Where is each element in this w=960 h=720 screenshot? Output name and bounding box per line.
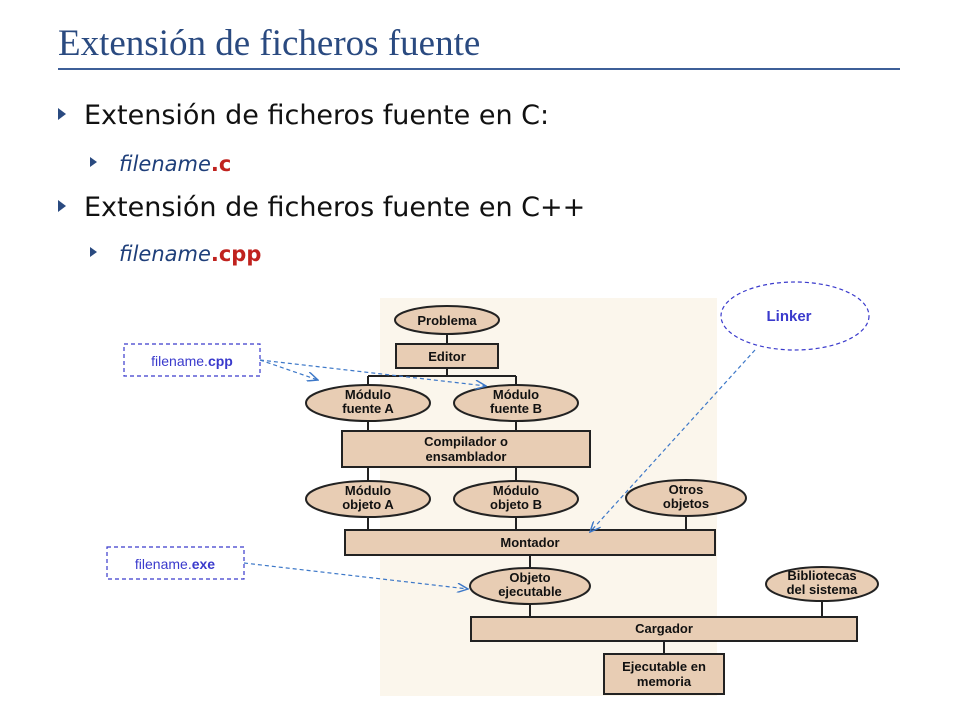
cpp-to-modulo-a-arrow xyxy=(259,359,318,380)
objeto-ejecutable-label-1: Objeto xyxy=(509,570,550,585)
problema-node xyxy=(394,305,500,335)
compilador-label-2: ensamblador xyxy=(426,449,507,464)
bullet-arrow-icon xyxy=(58,107,66,120)
modulo-objeto-b-label-2: objeto B xyxy=(490,497,542,512)
ejecutable-memoria-node xyxy=(603,653,725,695)
compilador-label-1: Compilador o xyxy=(424,434,508,449)
bullet-c-source: Extensión de ficheros fuente en C: xyxy=(58,100,549,131)
bullet-cpp-source: Extensión de ficheros fuente en C++ xyxy=(58,192,585,223)
callout-cpp-prefix: filename. xyxy=(151,353,208,369)
exe-to-objeto-arrow xyxy=(243,562,468,589)
ejecutable-memoria-label-1: Ejecutable en xyxy=(622,659,706,674)
extension-label: .cpp xyxy=(210,242,262,266)
objeto-ejecutable-node xyxy=(469,567,591,605)
callout-exe-prefix: filename. xyxy=(135,556,192,572)
modulo-objeto-b-label-1: Módulo xyxy=(493,483,539,498)
otros-objetos-label-2: objetos xyxy=(663,496,709,511)
callout-cpp-box xyxy=(123,343,261,377)
montador-node xyxy=(344,529,716,556)
objeto-ejecutable-label-2: ejecutable xyxy=(498,584,562,599)
sub-bullet-cpp-extension: filename.cpp xyxy=(90,242,261,266)
bibliotecas-label-2: del sistema xyxy=(787,582,859,597)
bullet-text: Extensión de ficheros fuente en C: xyxy=(84,100,550,131)
cpp-to-modulo-b-arrow xyxy=(259,359,486,386)
editor-label: Editor xyxy=(428,349,466,364)
callout-cpp-ext: cpp xyxy=(208,353,233,369)
modulo-objeto-b-node xyxy=(453,480,579,518)
modulo-objeto-a-node xyxy=(305,480,431,518)
filename-label: filename xyxy=(119,152,211,176)
otros-objetos-node xyxy=(625,479,747,517)
editor-node xyxy=(395,343,499,369)
sub-bullet-c-extension: filename.c xyxy=(90,152,231,176)
slide-title: Extensión de ficheros fuente xyxy=(58,23,481,64)
modulo-objeto-a-label-2: objeto A xyxy=(342,497,394,512)
cargador-label: Cargador xyxy=(635,621,693,636)
problema-label: Problema xyxy=(417,313,477,328)
modulo-fuente-a-label-2: fuente A xyxy=(342,401,394,416)
linker-to-montador-arrow xyxy=(590,349,756,532)
bullet-arrow-icon xyxy=(90,247,97,257)
extension-label: .c xyxy=(210,152,232,176)
bullet-text: Extensión de ficheros fuente en C++ xyxy=(84,192,586,223)
modulo-fuente-a-label-1: Módulo xyxy=(345,387,391,402)
modulo-fuente-b-label-1: Módulo xyxy=(493,387,539,402)
modulo-fuente-b-node xyxy=(453,384,579,422)
modulo-fuente-b-label-2: fuente B xyxy=(490,401,542,416)
title-underline xyxy=(58,68,900,70)
callout-exe-text: filename.exe xyxy=(135,556,215,572)
linker-label: Linker xyxy=(766,308,811,325)
modulo-objeto-a-label-1: Módulo xyxy=(345,483,391,498)
bibliotecas-label-1: Bibliotecas xyxy=(787,568,856,583)
compilador-node xyxy=(341,430,591,468)
linker-callout xyxy=(720,281,870,351)
otros-objetos-label-1: Otros xyxy=(669,482,704,497)
callout-exe-box xyxy=(106,546,245,580)
callout-exe-ext: exe xyxy=(192,556,216,572)
cargador-node xyxy=(470,616,858,642)
modulo-fuente-a-node xyxy=(305,384,431,422)
bullet-arrow-icon xyxy=(90,157,97,167)
filename-label: filename xyxy=(119,242,211,266)
ejecutable-memoria-label-2: memoria xyxy=(637,674,692,689)
bullet-arrow-icon xyxy=(58,199,66,212)
callout-cpp-text: filename.cpp xyxy=(151,353,233,369)
bibliotecas-node xyxy=(765,566,879,602)
montador-label: Montador xyxy=(500,535,559,550)
